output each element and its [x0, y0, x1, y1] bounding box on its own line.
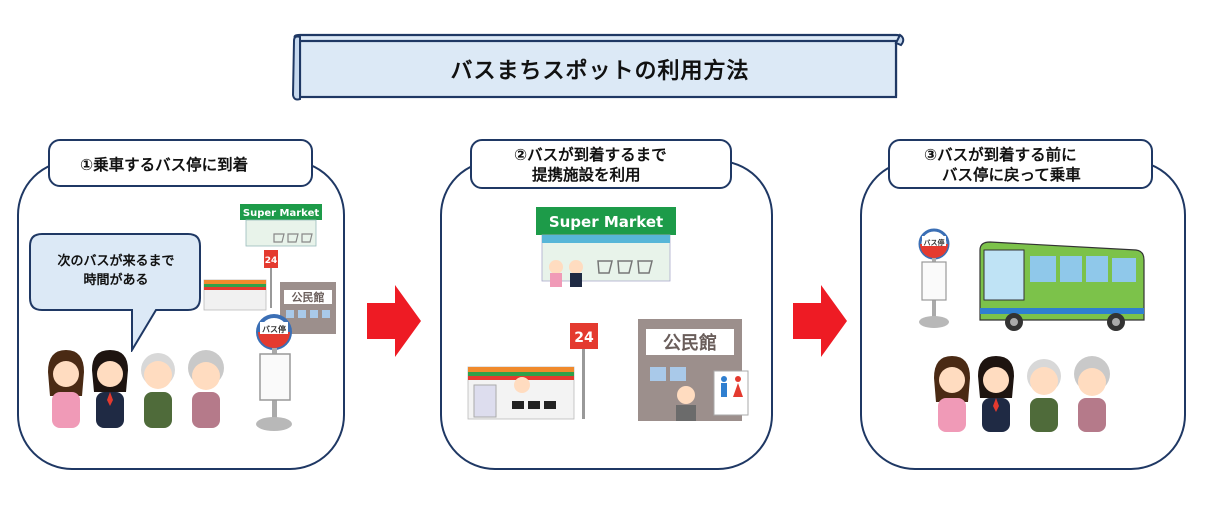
step-2-label: ②バスが到着するまで 提携施設を利用 — [470, 139, 732, 189]
step-2-text-line-1: ②バスが到着するまで — [514, 146, 667, 164]
step-1-text: ①乗車するバス停に到着 — [80, 156, 249, 174]
step-2-text-line-2: 提携施設を利用 — [532, 166, 641, 184]
step-3-text-line-1: ③バスが到着する前に — [924, 146, 1077, 164]
community-hall-large-sign-text: 公民館 — [663, 332, 717, 354]
bus-stop-icon: バス停 — [256, 314, 292, 431]
speech-bubble-line-1: 次のバスが来るまで — [57, 254, 175, 269]
convenience-store-large-icon: 24 — [467, 323, 598, 420]
supermarket-icon: Super Market — [240, 204, 322, 247]
woman-navy-figure — [92, 350, 128, 428]
step-3-label: ③バスが到着する前に バス停に戻って乗車 — [888, 139, 1153, 189]
woman-pink-figure-step-3 — [934, 356, 970, 432]
elderly-woman-figure — [188, 350, 224, 428]
community-hall-sign-text: 公民館 — [292, 290, 325, 304]
convenience-store-icon: 24 — [203, 250, 278, 311]
bus-stop-sign-text-step-3: バス停 — [924, 238, 945, 247]
speech-bubble-line-2: 時間がある — [83, 273, 149, 288]
woman-navy-figure-step-3 — [978, 356, 1014, 432]
elderly-man-figure-step-3 — [1027, 359, 1061, 432]
speech-bubble — [29, 233, 201, 352]
step-1-illustration: Super Market 24 公民館 バス停 — [203, 204, 336, 431]
step-1-label: ①乗車するバス停に到着 — [48, 139, 313, 187]
community-hall-large-icon: 公民館 — [638, 319, 749, 421]
bus-stop-sign-text: バス停 — [262, 324, 286, 334]
convenience-number-text: 24 — [265, 256, 278, 266]
elderly-man-figure — [141, 353, 175, 428]
arrow-icon-1 — [367, 285, 421, 357]
page-title: バスまちスポットの利用方法 — [450, 59, 750, 84]
elderly-woman-figure-step-3 — [1074, 356, 1110, 432]
supermarket-sign-text: Super Market — [243, 208, 319, 219]
step-3-illustration: バス停 — [918, 228, 1145, 432]
community-hall-icon: 公民館 — [280, 282, 336, 334]
convenience-large-number-text: 24 — [574, 330, 594, 346]
bus-icon — [979, 241, 1145, 331]
bus-stop-icon-step-3: バス停 — [918, 228, 950, 328]
supermarket-large-icon: Super Market — [536, 207, 676, 287]
step-3-text-line-2: バス停に戻って乗車 — [942, 166, 1081, 184]
woman-pink-figure — [48, 350, 84, 428]
supermarket-large-sign-text: Super Market — [549, 213, 663, 231]
step-2-illustration: Super Market 24 公民館 — [467, 207, 749, 421]
arrow-icon-2 — [793, 285, 847, 357]
waiting-people-illustration — [48, 350, 224, 428]
speech-bubble-text: 次のバスが来るまで 時間がある — [32, 252, 200, 290]
title-scroll-banner — [291, 33, 905, 101]
